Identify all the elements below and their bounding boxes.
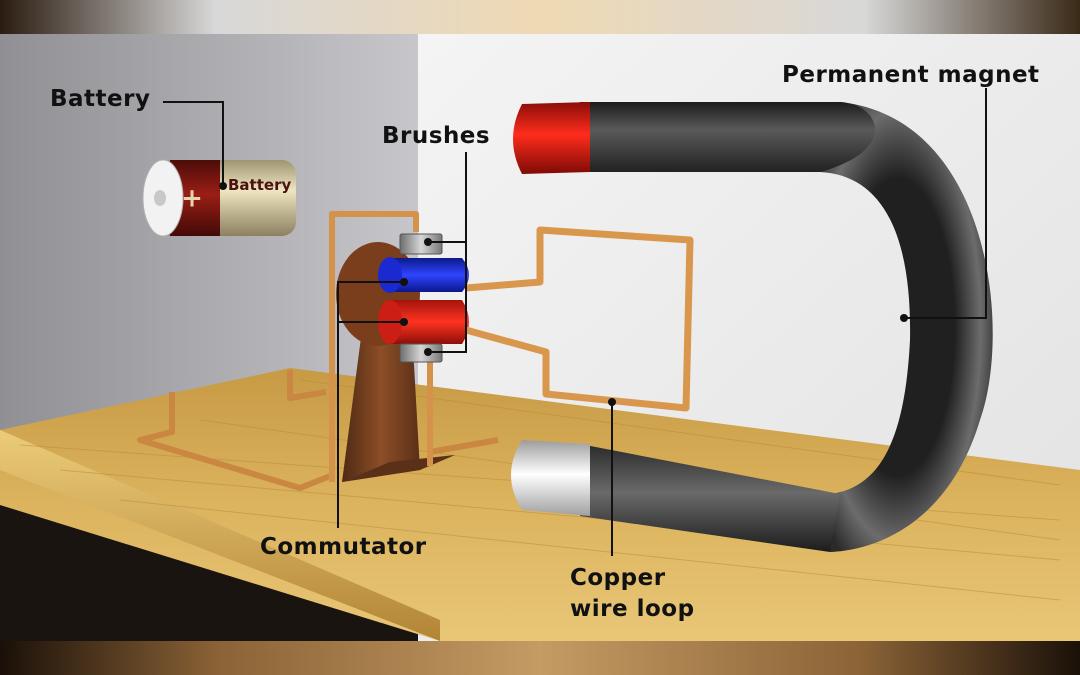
battery-body-text: Battery: [228, 176, 291, 194]
magnet-north-pole: [513, 102, 590, 174]
permanent-magnet-label: Permanent magnet: [782, 62, 1040, 88]
top-brush: [399, 233, 443, 255]
commutator-leader-top: [337, 281, 404, 528]
brush-lead-wires: [329, 211, 433, 482]
copper-wire-loop-label-line2: wire loop: [570, 596, 695, 622]
brushes-leader-bottom: [428, 242, 467, 353]
copper-loop-leader-dot: [608, 398, 616, 406]
battery-plus-sign: +: [181, 184, 203, 214]
leader-lines: [163, 88, 987, 556]
permanent-magnet: [511, 102, 993, 552]
left-wall: [0, 34, 418, 450]
copper-wire-loop: [465, 226, 694, 412]
brushes-leader-dot-bottom: [424, 348, 432, 356]
battery-label: Battery: [50, 86, 150, 112]
top-blur-band: [0, 0, 1080, 34]
commutator-blue-face: [378, 257, 402, 293]
commutator-red-half: [390, 300, 469, 344]
magnet-bottom-arm: [580, 444, 840, 552]
magnet-top-arm: [580, 102, 875, 172]
commutator-blue-half: [390, 258, 469, 292]
magnet-leader: [904, 88, 987, 319]
copper-wire-loop-label-line1: Copper: [570, 565, 666, 591]
battery-leader-dot: [219, 182, 227, 190]
bottom-blur-band: [0, 641, 1080, 675]
commutator: [378, 257, 469, 344]
brushes-label: Brushes: [382, 123, 490, 149]
brushes-leader-dot-top: [424, 238, 432, 246]
commutator-leader-dot-top: [400, 278, 408, 286]
magnet-leader-dot: [900, 314, 908, 322]
commutator-label: Commutator: [260, 534, 427, 560]
battery: + Battery: [142, 159, 296, 237]
table-front-edge: [0, 430, 440, 641]
battery-leader: [163, 101, 224, 186]
base-wire-circuit: [137, 370, 499, 491]
wooden-stand-foot: [342, 455, 455, 482]
magnet-south-pole: [511, 440, 590, 516]
battery-cap: [170, 160, 220, 236]
magnet-bend: [820, 102, 993, 552]
wooden-stand: [342, 330, 420, 482]
commutator-leader-dot-bottom: [400, 318, 408, 326]
battery-terminal-nub: [154, 190, 166, 206]
